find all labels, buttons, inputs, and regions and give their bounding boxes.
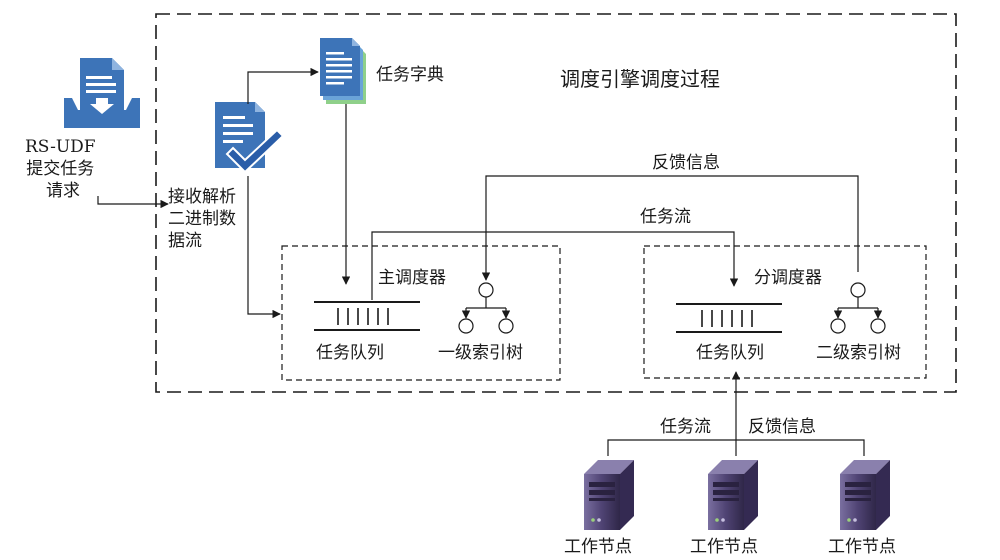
submit-request-label: RS-UDF 提交任务 请求 <box>25 137 101 201</box>
primary-index-label: 一级索引树 <box>438 343 523 363</box>
primary-index-tree <box>458 282 514 334</box>
sub-queue-label: 任务队列 <box>696 343 764 363</box>
server-icon <box>840 460 890 530</box>
feedback-top-line <box>481 175 859 281</box>
server-icon <box>708 460 758 530</box>
sub-task-queue <box>676 303 782 333</box>
task-flow-top-label: 任务流 <box>640 207 691 227</box>
main-queue-label: 任务队列 <box>316 343 384 363</box>
work-node-label: 工作节点 <box>690 537 758 557</box>
work-node-label: 工作节点 <box>564 537 632 557</box>
diagram-title: 调度引擎调度过程 <box>560 67 720 91</box>
feedback-bottom-label: 反馈信息 <box>748 417 816 437</box>
document-stack-icon <box>320 38 366 104</box>
task-flow-bottom-label: 任务流 <box>660 417 711 437</box>
secondary-index-tree <box>830 282 886 334</box>
sub-scheduler-title: 分调度器 <box>754 268 822 288</box>
sub-scheduler-box <box>643 245 927 379</box>
main-scheduler-box <box>281 245 561 381</box>
secondary-index-label: 二级索引树 <box>816 343 901 363</box>
connector-to-main-queue <box>247 176 281 319</box>
work-node-label: 工作节点 <box>828 537 896 557</box>
main-scheduler-title: 主调度器 <box>378 268 446 288</box>
main-task-queue <box>314 301 420 331</box>
task-dictionary-label: 任务字典 <box>376 65 444 85</box>
task-flow-top-line <box>371 231 739 300</box>
feedback-top-label: 反馈信息 <box>652 153 720 173</box>
receive-parse-label: 接收解析 二进制数 据流 <box>168 187 241 251</box>
connector-submit-to-receive <box>97 196 169 209</box>
checked-document-icon <box>215 102 285 174</box>
connector-to-task-dictionary <box>247 67 319 104</box>
server-icon <box>584 460 634 530</box>
upload-document-icon <box>64 58 140 128</box>
engine-boundary <box>155 13 957 393</box>
